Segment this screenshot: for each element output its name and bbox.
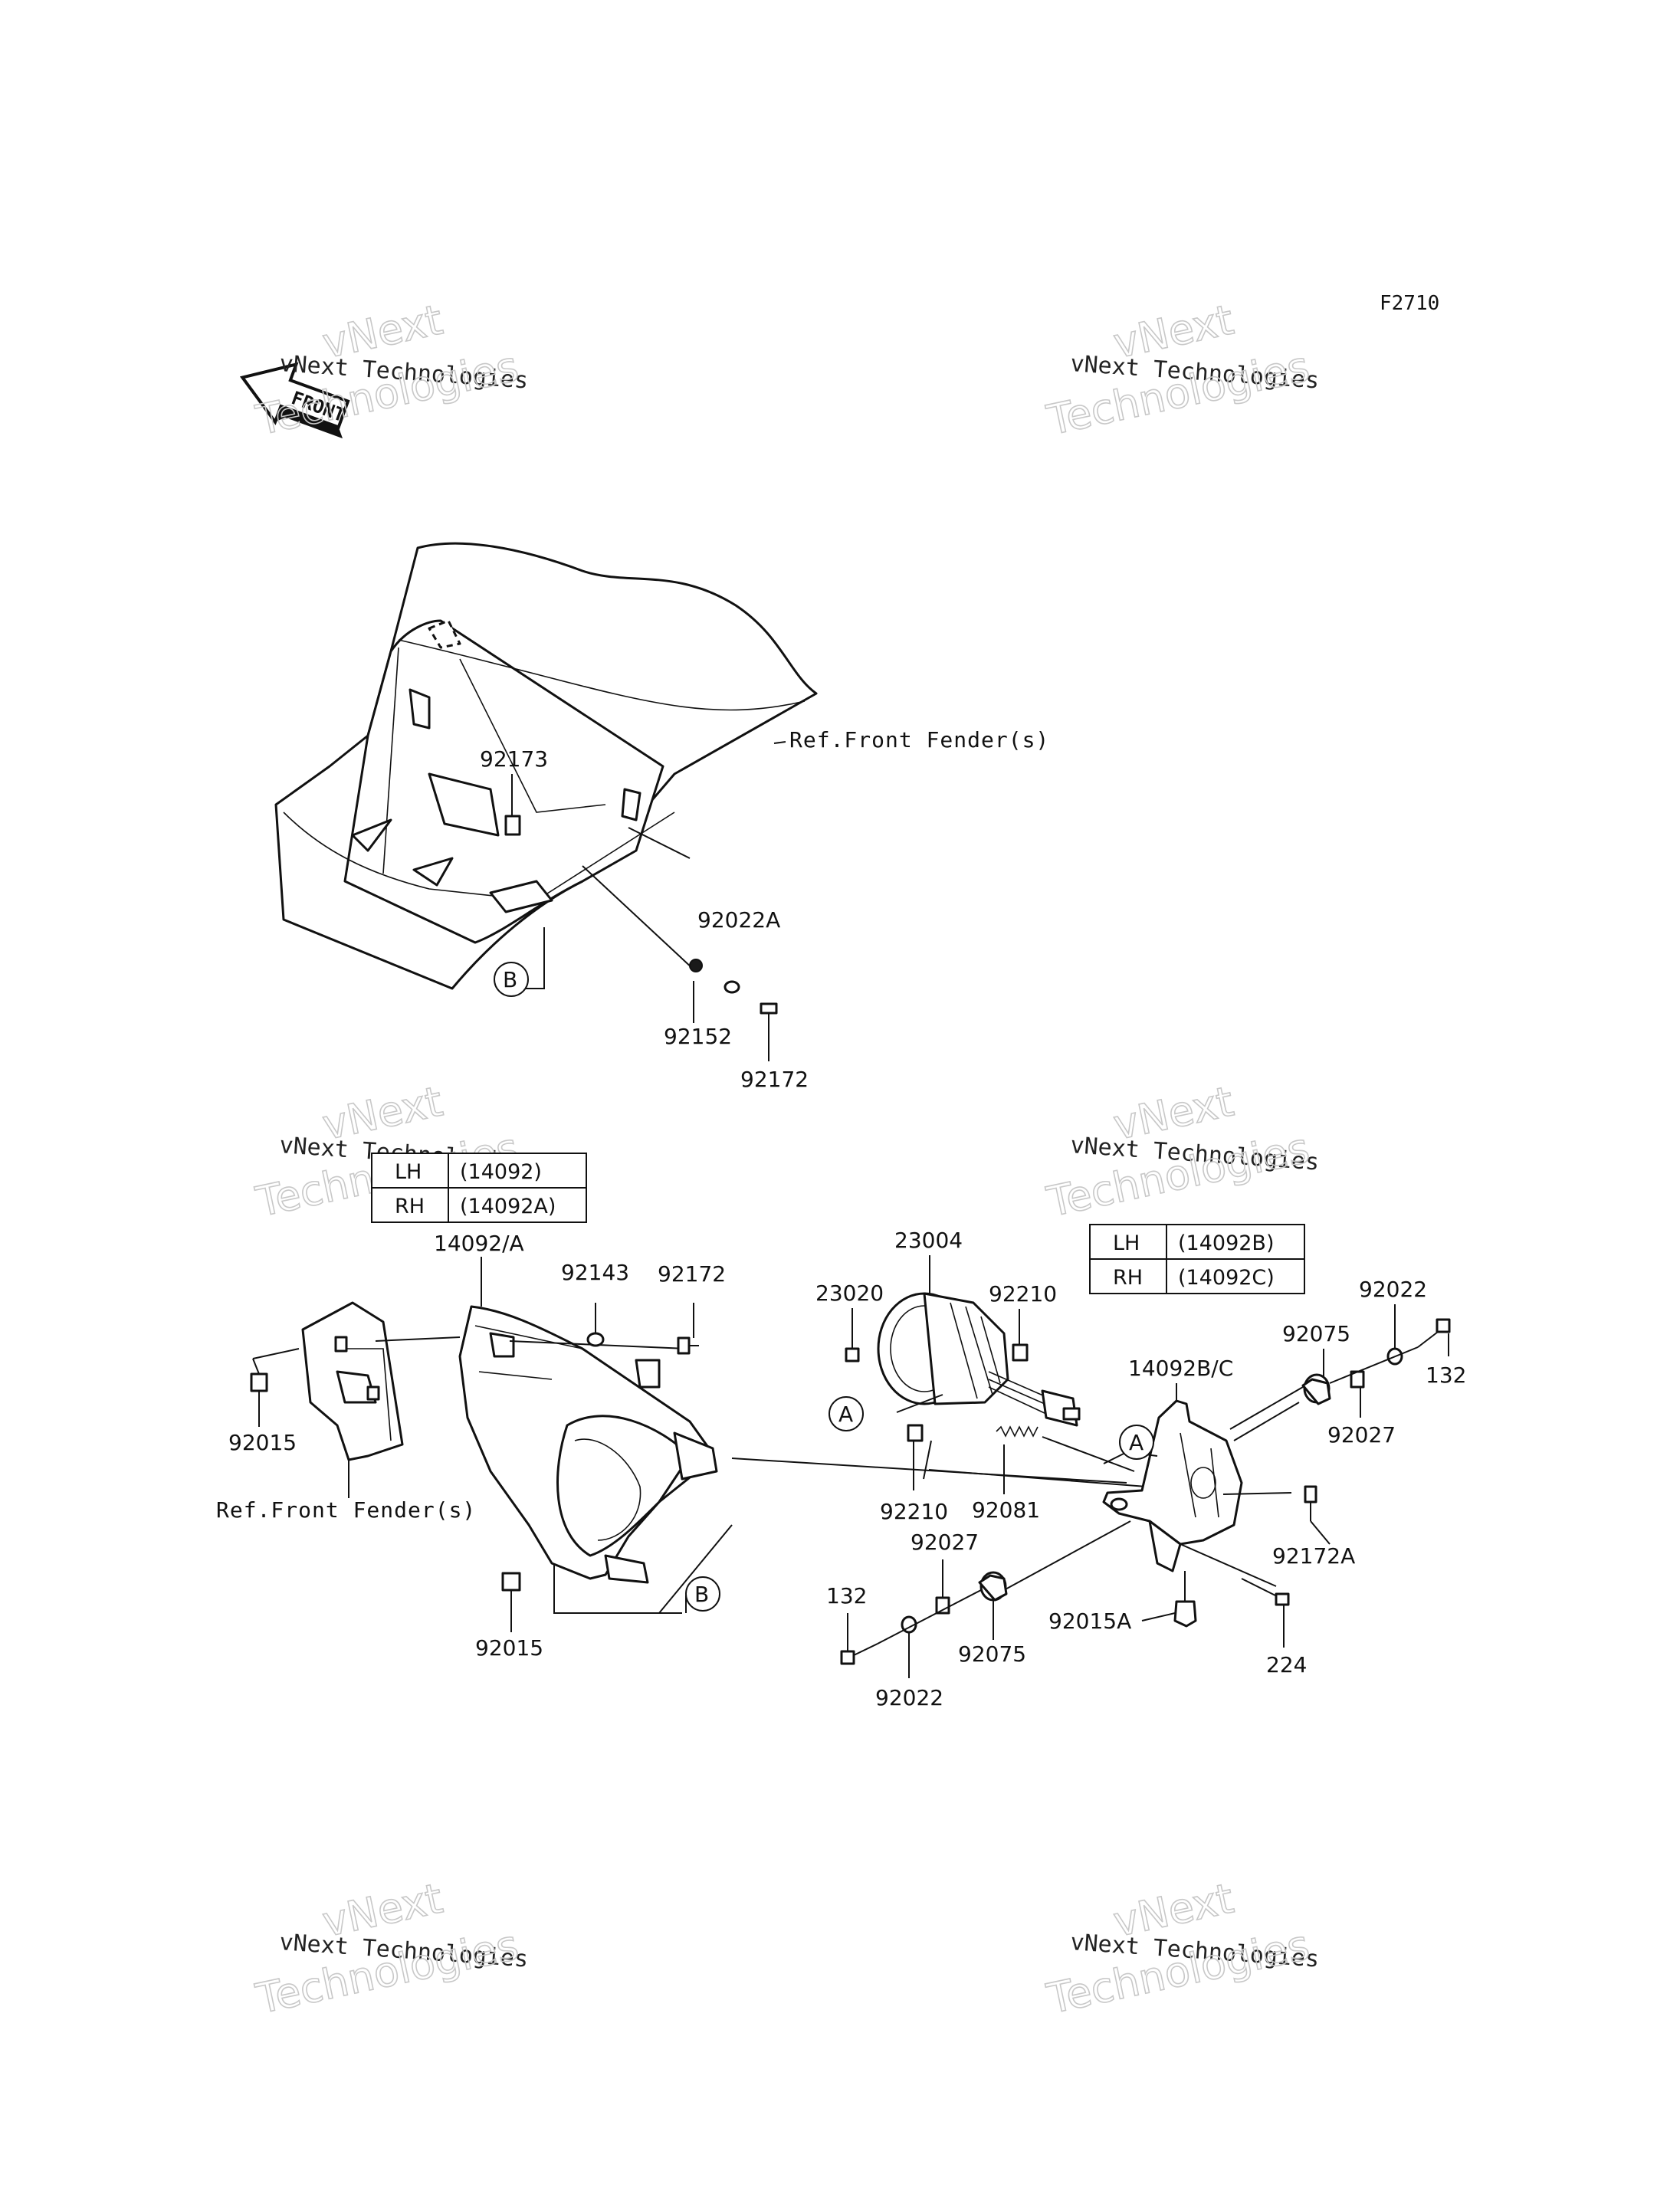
leader-line — [1180, 1543, 1277, 1587]
nut-23020 — [845, 1347, 860, 1362]
part-label-132-left: 132 — [826, 1583, 867, 1608]
leader-line — [1003, 1520, 1131, 1591]
fog-lamp-23004 — [877, 1292, 1081, 1427]
table-left-side-2: RH — [395, 1195, 425, 1218]
leader-line — [1329, 1346, 1419, 1384]
leader-line — [1042, 1436, 1135, 1472]
leader-line — [375, 1336, 461, 1342]
table-right-side-2: RH — [1113, 1266, 1143, 1290]
svg-text:A: A — [838, 1402, 853, 1427]
leader-line — [1310, 1520, 1331, 1545]
part-label-92015a: 92015A — [1048, 1608, 1131, 1634]
part-label-92022a: 92022A — [697, 907, 780, 933]
screw-92172-top — [760, 1002, 778, 1031]
part-label-92081: 92081 — [972, 1497, 1040, 1523]
callout-b-top: B — [494, 962, 529, 997]
part-label-92075-top: 92075 — [1282, 1321, 1350, 1346]
leader-line — [1222, 1492, 1292, 1495]
leader-line — [628, 827, 691, 859]
part-label-92172a: 92172A — [1272, 1543, 1355, 1569]
part-label-92152: 92152 — [664, 1024, 732, 1049]
leader-line — [773, 741, 786, 744]
table-left-part-2: (14092A) — [460, 1195, 556, 1218]
part-label-92027-right: 92027 — [1327, 1422, 1396, 1448]
leader-line — [521, 962, 545, 989]
leader-line — [553, 1563, 682, 1614]
grommet-92075-top — [1301, 1373, 1331, 1405]
table-left: LH (14092) RH (14092A) — [371, 1153, 587, 1223]
callout-a-right: A — [1119, 1425, 1154, 1460]
leader-line — [923, 1440, 932, 1480]
leader-line — [1141, 1612, 1176, 1622]
fender-bracket-left — [301, 1301, 404, 1461]
clip-92210-top — [1012, 1343, 1029, 1362]
part-label-92173: 92173 — [480, 746, 548, 772]
part-label-224: 224 — [1266, 1652, 1307, 1677]
svg-text:A: A — [1129, 1430, 1144, 1455]
callout-b-bottom: B — [685, 1576, 720, 1612]
part-label-14092-a: 14092/A — [434, 1231, 524, 1256]
part-label-92015-bottom: 92015 — [475, 1635, 543, 1661]
table-right-part-2: (14092C) — [1178, 1266, 1275, 1290]
part-label-92022-top: 92022 — [1359, 1277, 1427, 1302]
svg-text:B: B — [694, 1582, 709, 1607]
table-left-part-1: (14092) — [460, 1160, 542, 1184]
part-label-92143: 92143 — [561, 1260, 629, 1285]
part-label-23004: 23004 — [894, 1228, 963, 1253]
figure-code: F2710 — [1380, 292, 1439, 315]
bolt-224 — [1241, 1578, 1290, 1606]
table-right-part-1: (14092B) — [1178, 1231, 1274, 1255]
ref-front-fender-left: Ref.Front Fender(s) — [216, 1497, 476, 1523]
leader-line — [877, 1589, 982, 1644]
leader-line — [896, 1394, 943, 1413]
screw-92172-mid — [677, 1336, 699, 1355]
part-label-23020: 23020 — [815, 1280, 884, 1306]
spring-92081 — [996, 1425, 1039, 1438]
part-label-92027-bottom: 92027 — [911, 1530, 979, 1555]
bolt-132-right — [1417, 1318, 1451, 1348]
part-label-92210-top: 92210 — [989, 1281, 1057, 1307]
grommet-92075-bottom — [978, 1571, 1008, 1602]
callout-a-left: A — [829, 1396, 864, 1431]
part-label-92172-mid: 92172 — [658, 1261, 726, 1287]
part-label-132-right: 132 — [1426, 1362, 1466, 1388]
table-right: LH (14092B) RH (14092C) — [1089, 1224, 1305, 1294]
clip-92015-left — [250, 1372, 268, 1392]
light-housing-14092 — [458, 1305, 718, 1584]
nut-92015a — [1173, 1600, 1197, 1628]
leader-line — [252, 1348, 300, 1359]
leader-line — [582, 865, 694, 970]
leader-line — [1233, 1402, 1300, 1441]
part-label-92015-left: 92015 — [228, 1430, 297, 1455]
front-fender-drawing — [274, 542, 818, 990]
part-label-92172-top: 92172 — [740, 1067, 809, 1092]
leader-line — [1229, 1386, 1304, 1430]
leader-line — [658, 1524, 733, 1614]
part-label-14092b-c: 14092B/C — [1128, 1356, 1233, 1381]
table-left-side-1: LH — [395, 1160, 422, 1184]
washer-92143 — [586, 1332, 605, 1347]
clip-92015-bottom — [501, 1572, 521, 1592]
clip-92210-bottom — [907, 1424, 924, 1442]
svg-text:B: B — [503, 967, 517, 992]
lamp-bracket-14092bc — [1102, 1399, 1243, 1572]
bolt-132-left — [840, 1643, 878, 1665]
nut-92152 — [689, 959, 703, 972]
screw-92172a — [1304, 1485, 1317, 1521]
washer-92022a — [724, 980, 740, 994]
part-label-92022-bottom: 92022 — [875, 1685, 943, 1710]
table-right-side-1: LH — [1113, 1231, 1140, 1255]
part-label-92210-bottom: 92210 — [880, 1499, 948, 1524]
ref-front-fender-top: Ref.Front Fender(s) — [789, 727, 1049, 753]
part-label-92075-bottom: 92075 — [958, 1641, 1026, 1667]
leader-line — [252, 1358, 260, 1375]
